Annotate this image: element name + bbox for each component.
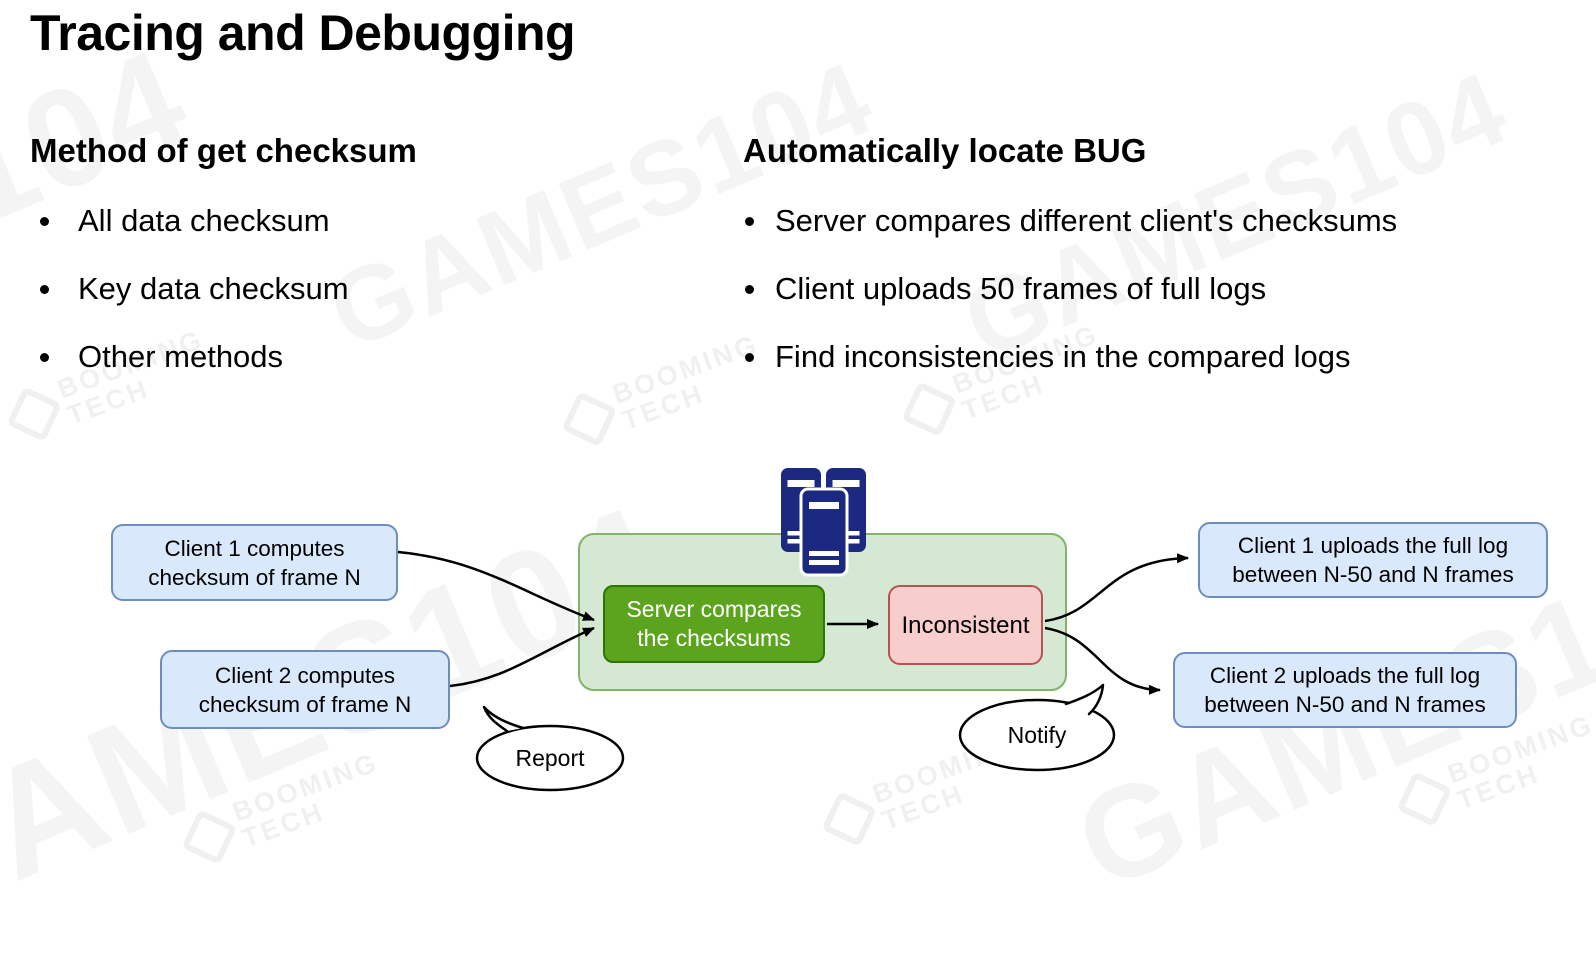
bullet-item: Other methods bbox=[30, 337, 710, 377]
left-column: Method of get checksum All data checksum… bbox=[30, 131, 710, 405]
bullet-item: Find inconsistencies in the compared log… bbox=[743, 337, 1596, 377]
notify-speech-bubble bbox=[958, 698, 1116, 772]
right-bullet-list: Server compares different client's check… bbox=[743, 201, 1596, 377]
report-bubble-label: Report bbox=[515, 745, 585, 771]
notify-bubble-tail bbox=[1064, 683, 1105, 716]
bullet-item: All data checksum bbox=[30, 201, 710, 241]
left-column-heading: Method of get checksum bbox=[30, 132, 417, 169]
node-client1-uploads: Client 1 uploads the full log between N-… bbox=[1198, 522, 1548, 598]
flow-diagram: Report Notify Client 1 computes checksum… bbox=[111, 468, 1548, 792]
bullet-item: Client uploads 50 frames of full logs bbox=[743, 269, 1596, 309]
arrow-client2-to-server bbox=[449, 626, 595, 688]
bullet-item: Key data checksum bbox=[30, 269, 710, 309]
right-column-heading: Automatically locate BUG bbox=[743, 132, 1147, 169]
report-bubble-tail bbox=[482, 705, 525, 733]
node-client2-uploads: Client 2 uploads the full log between N-… bbox=[1173, 652, 1517, 728]
server-rack-icon bbox=[781, 468, 866, 577]
node-inconsistent: Inconsistent bbox=[888, 585, 1043, 665]
arrow-client1-to-server bbox=[397, 550, 595, 622]
page-title: Tracing and Debugging bbox=[30, 5, 576, 61]
node-client2-computes: Client 2 computes checksum of frame N bbox=[160, 650, 450, 729]
report-speech-bubble bbox=[475, 724, 625, 792]
bullet-item: Server compares different client's check… bbox=[743, 201, 1596, 241]
node-client1-computes: Client 1 computes checksum of frame N bbox=[111, 524, 398, 601]
right-column: Automatically locate BUG Server compares… bbox=[743, 131, 1596, 405]
node-server-compares: Server compares the checksums bbox=[603, 585, 825, 663]
notify-bubble-label: Notify bbox=[1008, 722, 1067, 748]
left-bullet-list: All data checksum Key data checksum Othe… bbox=[30, 201, 710, 377]
